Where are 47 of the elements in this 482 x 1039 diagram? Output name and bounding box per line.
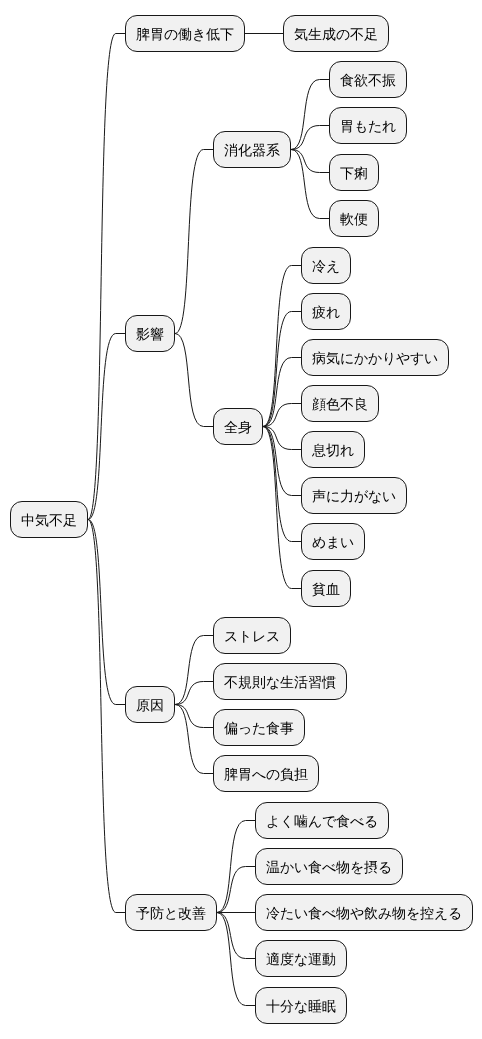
topic-box: 冷たい食べ物や飲み物を控える [255,894,473,931]
topic-box: 病気にかかりやすい [301,339,449,376]
topic-box: 適度な運動 [255,940,347,977]
topic-box: 気生成の不足 [283,15,389,52]
connector-line [87,519,126,913]
connector-line [262,426,302,589]
topic-box: 食欲不振 [329,61,407,98]
topic-box: 脾胃の働き低下 [125,15,245,52]
connector-line [87,333,126,520]
connector-line [216,866,256,913]
topic-box: 胃もたれ [329,107,407,144]
topic-box: 顔色不良 [301,385,379,422]
connector-line [174,149,214,334]
connector-line [290,149,330,219]
connector-line [216,820,256,913]
topic-box: 予防と改善 [125,894,217,931]
topic-box: 影響 [125,315,175,352]
topic-box: 下痢 [329,154,379,191]
topic-box: 中気不足 [10,501,88,538]
connector-line [174,635,214,705]
topic-box: 全身 [213,408,263,445]
topic-box: よく噛んで食べる [255,802,389,839]
topic-box: 偏った食事 [213,709,305,746]
connector-line [262,426,302,496]
connector-line [174,704,214,774]
topic-box: 貧血 [301,570,351,607]
connector-line [216,912,256,1006]
connector-line [174,333,214,427]
connector-line [87,33,126,520]
topic-box: 温かい食べ物を摂る [255,848,403,885]
connector-line [262,357,302,427]
topic-box: ストレス [213,617,291,654]
connector-line [87,519,126,705]
topic-box: 冷え [301,247,351,284]
topic-box: 原因 [125,686,175,723]
topic-box: 十分な睡眠 [255,987,347,1024]
topic-box: 疲れ [301,293,351,330]
topic-box: 脾胃への負担 [213,755,319,792]
topic-box: 軟便 [329,200,379,237]
connector-line [244,33,284,34]
topic-box: 不規則な生活習慣 [213,663,347,700]
topic-box: 消化器系 [213,131,291,168]
topic-box: めまい [301,523,365,560]
topic-box: 息切れ [301,431,365,468]
connector-line [290,79,330,150]
topic-box: 声に力がない [301,477,407,514]
connector-line [262,265,302,427]
